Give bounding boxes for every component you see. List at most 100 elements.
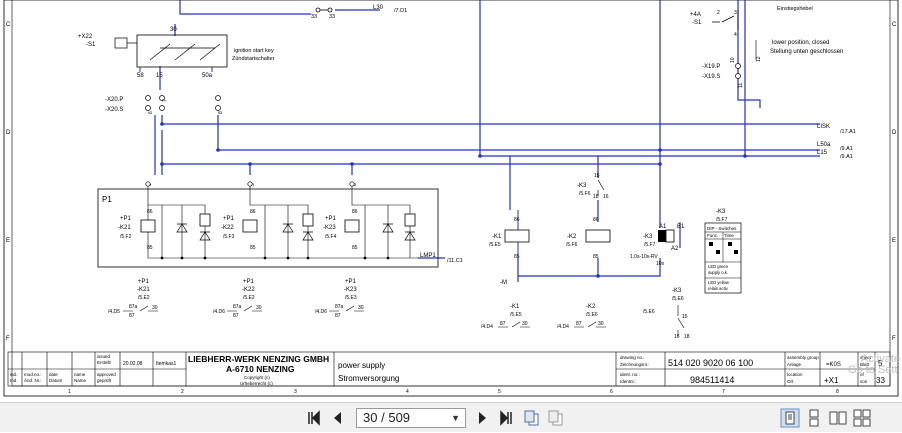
relay-module-p1: P1 5 9 0: [97, 181, 439, 268]
svg-text:sheet: sheet: [860, 355, 872, 360]
single-page-view-button[interactable]: [780, 408, 800, 428]
first-page-button[interactable]: [304, 408, 324, 428]
prev-page-button[interactable]: [328, 408, 348, 428]
svg-text:C: C: [6, 22, 11, 28]
title-block: ind. Ind. mod.no.: Änd. Nr.: date Datum …: [7, 351, 891, 387]
svg-text:10: 10: [730, 57, 736, 63]
svg-text:-S1: -S1: [86, 42, 96, 48]
svg-text:D: D: [6, 130, 11, 136]
svg-text:-X19.S: -X19.S: [702, 74, 720, 80]
svg-text:3: 3: [734, 10, 737, 16]
top-connector: [315, 7, 333, 13]
svg-text:geprüft: geprüft: [97, 378, 112, 383]
sheet-frame: [3, 0, 899, 397]
svg-text:2: 2: [717, 10, 720, 16]
svg-text:50a: 50a: [202, 73, 213, 79]
last-page-button[interactable]: [496, 408, 516, 428]
svg-text:A-6710 NENZING: A-6710 NENZING: [226, 364, 295, 374]
page-copy-button[interactable]: [546, 408, 566, 428]
svg-text:LIEBHERR-WERK NENZING GMBH: LIEBHERR-WERK NENZING GMBH: [188, 354, 329, 364]
two-page-view-button[interactable]: [828, 408, 848, 428]
svg-text:-K2: -K2: [567, 234, 577, 240]
svg-text:+P1: +P1: [223, 216, 235, 222]
svg-text:3: 3: [294, 389, 297, 395]
junctions: [160, 122, 747, 278]
svg-text:LISK: LISK: [817, 124, 830, 130]
svg-text:A2: A2: [671, 246, 679, 252]
svg-text:-K2: -K2: [586, 304, 596, 310]
prev-page-icon: [334, 412, 341, 424]
svg-text:87a: 87a: [335, 304, 344, 310]
svg-text:Identnr.:: Identnr.:: [620, 379, 636, 384]
svg-text:Zeichnungsnr.:: Zeichnungsnr.:: [620, 362, 650, 367]
svg-text:location: location: [787, 372, 803, 377]
svg-text:-M: -M: [500, 280, 507, 286]
svg-text:1,0s-10s-RV: 1,0s-10s-RV: [630, 254, 658, 260]
svg-text:Zündstartschalter: Zündstartschalter: [232, 56, 275, 62]
svg-text:6: 6: [610, 389, 613, 395]
chevron-down-icon: ▼: [451, 413, 460, 423]
rotate-page-button[interactable]: [522, 408, 542, 428]
svg-text:33: 33: [329, 14, 335, 20]
svg-text:Stromversorgung: Stromversorgung: [338, 374, 399, 383]
svg-text:Copyright (c): Copyright (c): [244, 375, 270, 380]
svg-text:supply o.k.: supply o.k.: [708, 270, 728, 275]
svg-text:15: 15: [682, 314, 688, 320]
svg-text:/5.F7: /5.F7: [644, 242, 656, 248]
svg-text:Änd. Nr.:: Änd. Nr.:: [24, 377, 42, 383]
svg-text:E: E: [6, 238, 10, 244]
page-number-selector[interactable]: 30 / 509 ▼: [356, 408, 466, 428]
svg-text:87: 87: [335, 313, 341, 319]
svg-text:A1: A1: [659, 224, 667, 230]
svg-text:18: 18: [593, 194, 599, 200]
svg-text:30: 30: [358, 305, 364, 311]
svg-text:86: 86: [593, 217, 599, 223]
watermark-line-1: Activate: [860, 353, 900, 365]
next-page-button[interactable]: [472, 408, 492, 428]
continuous-page-icon: [809, 409, 819, 427]
svg-text:85: 85: [250, 245, 256, 251]
svg-text:87: 87: [129, 313, 135, 319]
svg-text:87a: 87a: [129, 304, 138, 310]
svg-text:87: 87: [500, 321, 506, 327]
svg-text:issued: issued: [97, 354, 111, 359]
svg-text:mod.no.:: mod.no.:: [24, 372, 42, 377]
svg-text:=K0S: =K0S: [826, 362, 841, 368]
row-markers: C D E F C D E F: [6, 22, 897, 342]
svg-text:4: 4: [734, 32, 737, 38]
svg-text:L15: L15: [817, 150, 828, 156]
svg-text:7: 7: [722, 389, 725, 395]
svg-text:/5.F2: /5.F2: [120, 234, 132, 240]
svg-text:/5.E6: /5.E6: [586, 312, 598, 318]
svg-text:of: of: [860, 372, 865, 377]
svg-text:+X22: +X22: [78, 34, 93, 40]
svg-text:8: 8: [218, 111, 224, 114]
wire-refs: /7.D1 /17.A1 /9.A1 /9.A1 /11.C1 33 33: [311, 8, 856, 264]
svg-text:+P1: +P1: [120, 216, 132, 222]
svg-text:15: 15: [594, 173, 600, 179]
svg-text:30: 30: [598, 321, 604, 327]
continuous-view-button[interactable]: [804, 408, 824, 428]
entry-lever-switch: +4A -S1 2 3 4 Einstiegshebel lower posit…: [690, 6, 843, 55]
svg-text:-S1: -S1: [692, 20, 702, 26]
two-page-continuous-button[interactable]: [852, 408, 872, 428]
svg-text:86: 86: [352, 209, 358, 215]
svg-text:86: 86: [147, 209, 153, 215]
svg-text:/9.A1: /9.A1: [840, 154, 853, 160]
svg-text:12: 12: [756, 56, 762, 62]
svg-text:-K21: -K21: [118, 225, 131, 231]
svg-text:85: 85: [514, 254, 520, 260]
svg-text:LED green: LED green: [708, 264, 729, 269]
two-page-continuous-icon: [853, 409, 871, 427]
svg-text:F: F: [892, 336, 896, 342]
svg-text:30: 30: [522, 321, 528, 327]
page-separator: /: [381, 410, 385, 425]
last-page-icon: [500, 410, 512, 426]
svg-text:Datum: Datum: [49, 378, 63, 383]
svg-text:approved: approved: [97, 372, 116, 377]
svg-text:/5.E5: /5.E5: [489, 242, 501, 248]
svg-text:-K3: -K3: [643, 234, 653, 240]
svg-text:Ind.: Ind.: [10, 378, 18, 383]
svg-text:C: C: [892, 22, 897, 28]
svg-text:30: 30: [256, 305, 262, 311]
